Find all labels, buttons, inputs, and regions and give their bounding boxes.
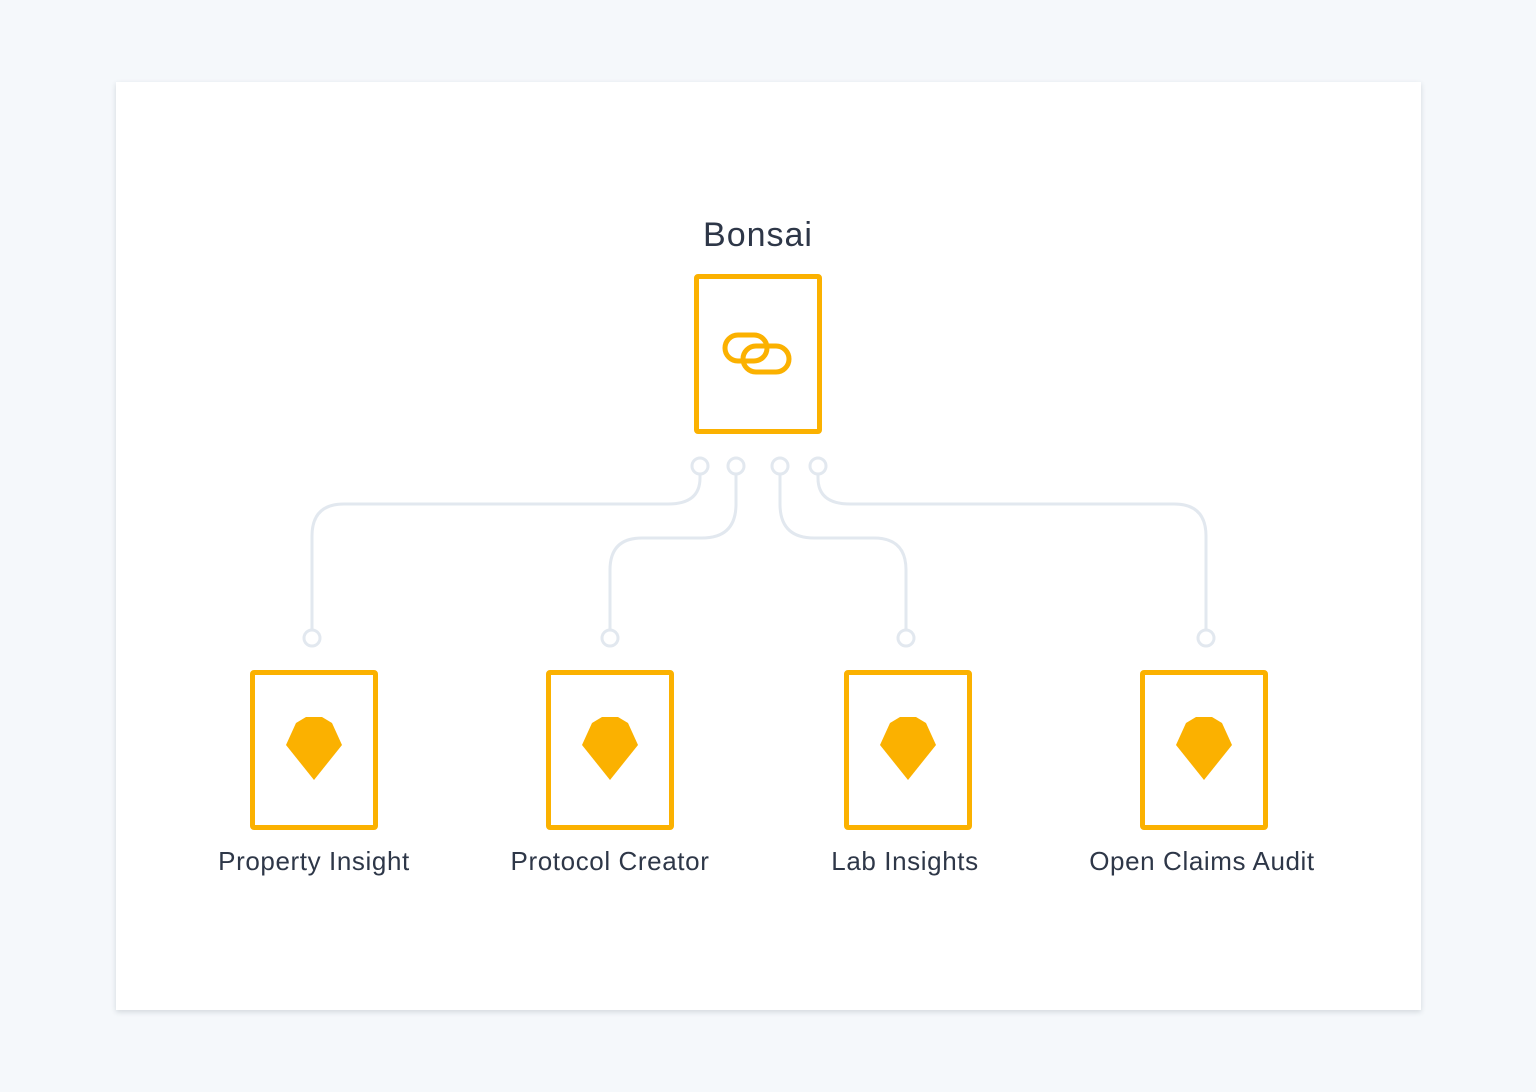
port-top-1: [690, 456, 710, 476]
diagram-card: Bonsai Property Insight Protocol Creator…: [116, 82, 1421, 1010]
connector-lines: [302, 456, 1216, 648]
child-label-protocol-creator: Protocol Creator: [510, 846, 710, 876]
port-bottom-3: [896, 628, 916, 648]
link-icon: [722, 332, 792, 375]
diamond-icon: [582, 717, 638, 780]
connector-property-insight: [310, 474, 702, 630]
child-node-protocol-creator[interactable]: [546, 670, 674, 830]
port-bottom-1: [302, 628, 322, 648]
port-top-4: [808, 456, 828, 476]
connector-open-claims-audit: [816, 474, 1208, 630]
connector-protocol-creator: [608, 474, 738, 630]
port-bottom-4: [1196, 628, 1216, 648]
child-node-lab-insights[interactable]: [844, 670, 972, 830]
child-label-property-insight: Property Insight: [218, 846, 410, 876]
child-node-open-claims-audit[interactable]: [1140, 670, 1268, 830]
child-label-lab-insights: Lab Insights: [831, 846, 979, 876]
child-node-property-insight[interactable]: [250, 670, 378, 830]
diamond-icon: [1176, 717, 1232, 780]
diamond-icon: [286, 717, 342, 780]
child-label-open-claims-audit: Open Claims Audit: [1089, 846, 1315, 876]
port-bottom-2: [600, 628, 620, 648]
port-top-2: [726, 456, 746, 476]
root-node[interactable]: [694, 274, 822, 434]
root-title: Bonsai: [703, 216, 813, 254]
connector-lab-insights: [778, 474, 908, 630]
port-top-3: [770, 456, 790, 476]
diamond-icon: [880, 717, 936, 780]
